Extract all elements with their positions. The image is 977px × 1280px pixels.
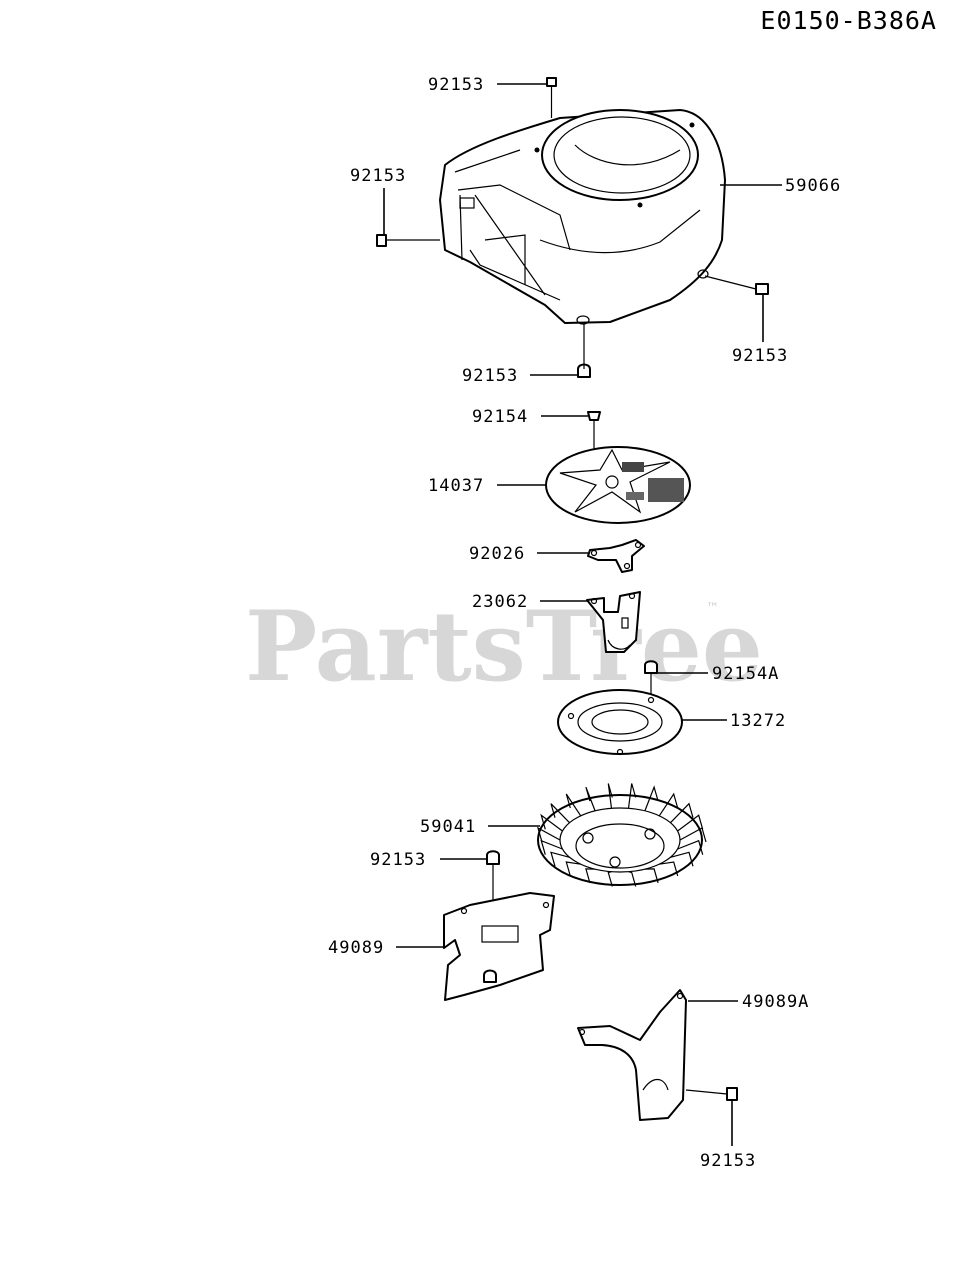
callout-92154A: 92154A (712, 664, 779, 684)
fan-blade (627, 783, 637, 809)
holder-23062[interactable] (586, 591, 641, 653)
fan-blade (607, 871, 613, 887)
fan-blade (670, 851, 694, 867)
callout-92154: 92154 (472, 407, 528, 427)
plate-92026[interactable] (587, 539, 645, 573)
fan-blade (628, 871, 637, 887)
fan-blade (550, 851, 570, 867)
fan-blade (585, 868, 596, 884)
fan-blade (677, 814, 704, 832)
fan-blade (644, 868, 659, 884)
bolt-92153-lower[interactable] (685, 1087, 738, 1101)
callout-13272: 13272 (730, 711, 786, 731)
shroud-49089A[interactable] (577, 989, 687, 1121)
fan-59041[interactable] (537, 783, 707, 887)
callout-59041: 59041 (420, 817, 476, 837)
watermark: PartsTree (245, 590, 763, 703)
blower-housing-59066[interactable] (439, 109, 726, 325)
fan-blade (659, 861, 679, 877)
rotating-screen-14037[interactable] (545, 446, 691, 524)
callout-92153-right: 92153 (732, 346, 788, 366)
callout-92153-shroud: 92153 (370, 850, 426, 870)
bolt-92153-left[interactable] (376, 234, 440, 247)
fan-blade (644, 785, 659, 812)
callout-49089: 49089 (328, 938, 384, 958)
fan-blade (670, 802, 694, 824)
fan-blade (537, 826, 561, 843)
plate-13272[interactable] (557, 689, 683, 756)
callout-14037: 14037 (428, 476, 484, 496)
fan-blade (585, 786, 596, 812)
bolt-92153-bottom[interactable] (577, 324, 591, 378)
callout-92026: 92026 (469, 544, 525, 564)
fan-blade (550, 803, 570, 824)
fan-blade (607, 783, 613, 809)
fan-blade (677, 839, 704, 855)
bolt-92153-right[interactable] (704, 275, 769, 295)
callout-23062: 23062 (472, 592, 528, 612)
callout-92153-bottom: 92153 (462, 366, 518, 386)
watermark-tm: ™ (706, 601, 719, 616)
callout-92153-left: 92153 (350, 166, 406, 186)
diagram-code: E0150-B386A (760, 6, 937, 35)
fan-blade (565, 861, 581, 877)
leader-lines (383, 83, 782, 1146)
bolt-92153-top[interactable] (546, 77, 557, 118)
bolt-92153-shroud[interactable] (486, 850, 500, 900)
callout-92153-top: 92153 (428, 75, 484, 95)
fan-blade (658, 792, 679, 817)
callout-92153-lower: 92153 (700, 1151, 756, 1171)
callout-49089A: 49089A (742, 992, 809, 1012)
fan-blade (540, 813, 563, 832)
shroud-49089[interactable] (443, 892, 555, 1001)
fan-blade (565, 793, 582, 817)
callout-59066: 59066 (785, 176, 841, 196)
